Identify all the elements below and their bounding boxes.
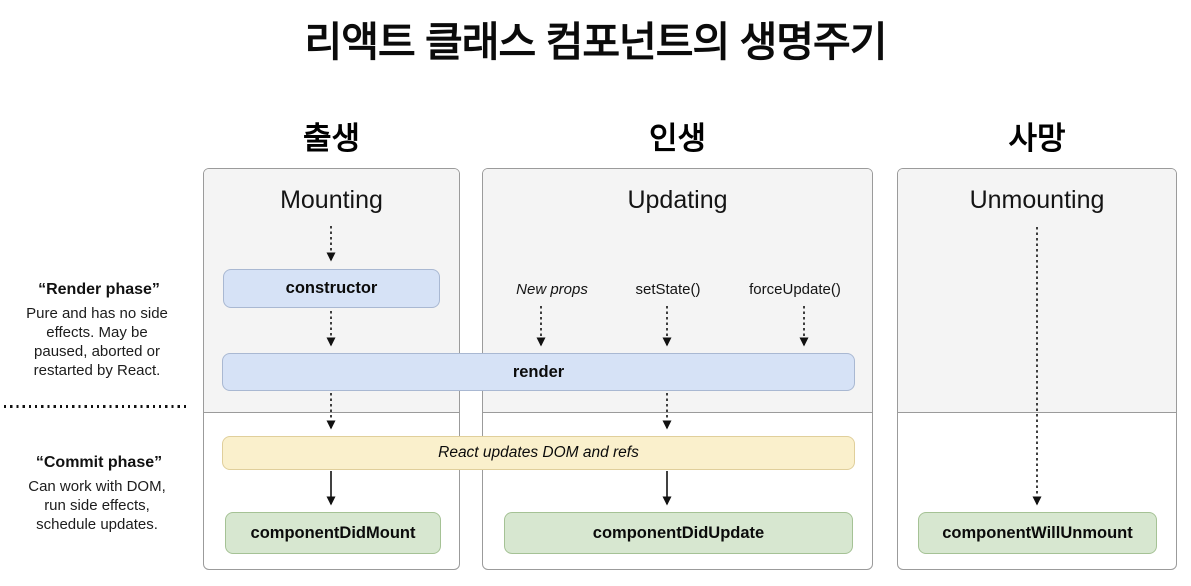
panel-unmounting: Unmounting <box>897 168 1177 570</box>
node-constructor: constructor <box>223 269 440 308</box>
panel-unmounting-title: Unmounting <box>969 186 1105 214</box>
commit-phase-description: Can work with DOM, run side effects, sch… <box>28 478 166 534</box>
render-phase-title: “Render phase” <box>38 281 160 298</box>
trigger-set-state: setState() <box>635 281 701 298</box>
column-label-birth: 출생 <box>302 121 361 156</box>
phase-divider-dotted-line <box>4 405 186 408</box>
node-component-did-update: componentDidUpdate <box>504 512 853 554</box>
column-label-life: 인생 <box>648 121 707 156</box>
panel-updating-title: Updating <box>627 186 728 214</box>
node-component-will-unmount: componentWillUnmount <box>918 512 1157 554</box>
commit-phase-title: “Commit phase” <box>35 454 163 471</box>
panel-mounting-title: Mounting <box>280 186 383 214</box>
render-phase-description: Pure and has no side effects. May be pau… <box>26 305 168 380</box>
node-render: render <box>222 353 855 391</box>
column-label-death: 사망 <box>1008 121 1066 156</box>
node-react-updates-dom: React updates DOM and refs <box>222 436 855 470</box>
node-component-did-mount: componentDidMount <box>225 512 441 554</box>
trigger-force-update: forceUpdate() <box>749 281 841 298</box>
trigger-new-props: New props <box>516 281 588 298</box>
page-title: 리액트 클래스 컴포넌트의 생명주기 <box>304 19 888 65</box>
